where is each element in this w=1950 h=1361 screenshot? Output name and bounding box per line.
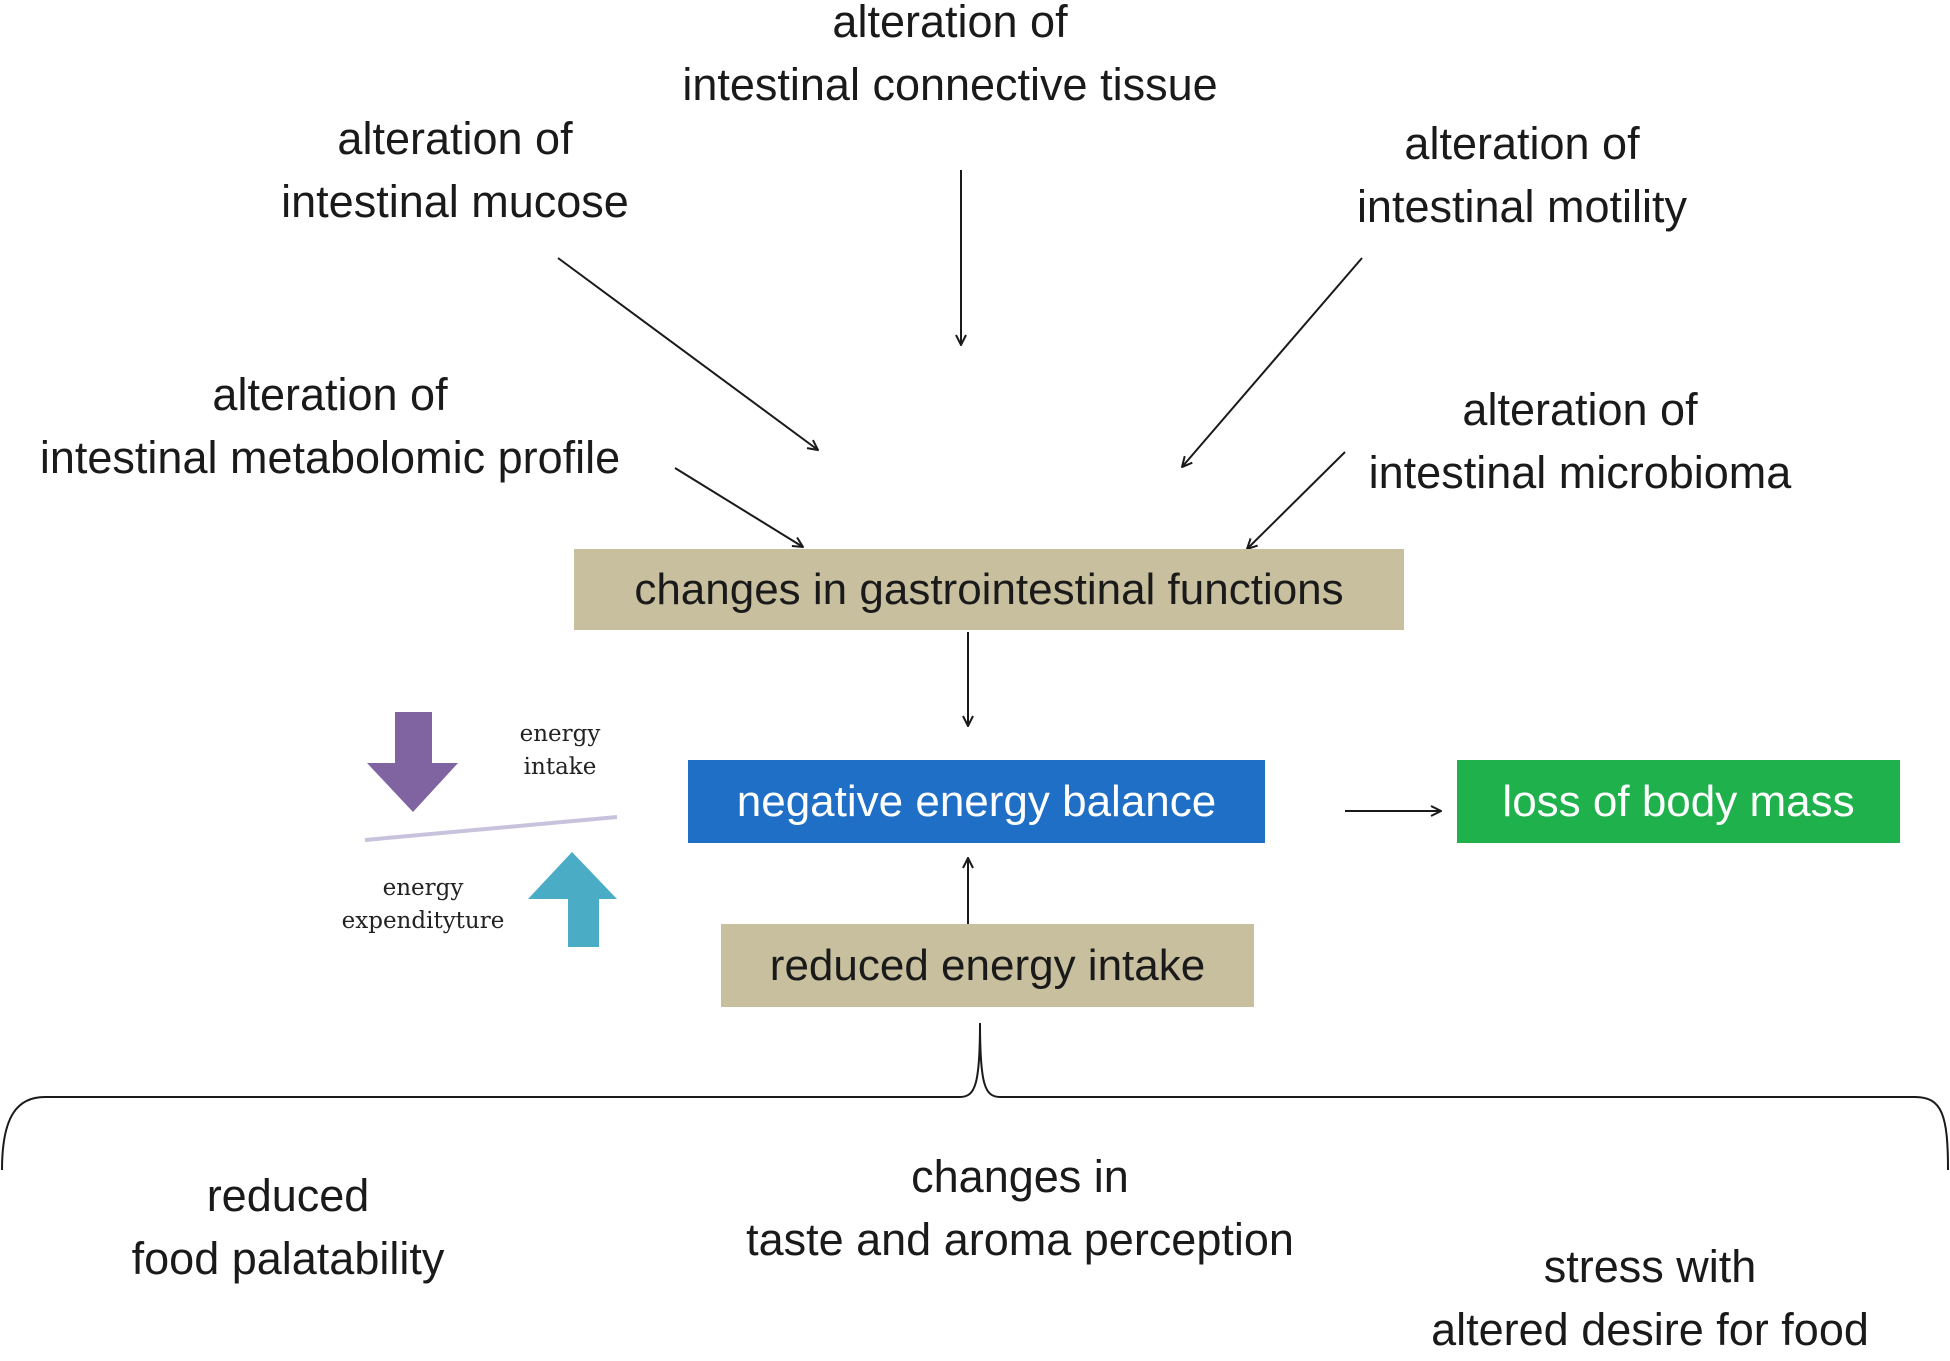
loss-of-body-mass-box: loss of body mass xyxy=(1457,760,1900,843)
factor-stress: stress with altered desire for food xyxy=(1431,1241,1869,1355)
up-arrow-icon xyxy=(528,852,617,947)
arrow-metabolomic-to-gi xyxy=(674,467,803,547)
down-arrow-icon xyxy=(367,712,458,812)
arrow-mucose-to-gi xyxy=(557,257,818,450)
label-connective-tissue: alteration of intestinal connective tiss… xyxy=(682,0,1218,110)
label-metabolomic: alteration of intestinal metabolomic pro… xyxy=(39,369,621,483)
gi-functions-box: changes in gastrointestinal functions xyxy=(574,549,1404,630)
energy-expenditure-label: energy expendityture xyxy=(341,875,505,934)
negative-energy-balance-box: negative energy balance xyxy=(688,760,1265,843)
label-microbioma: alteration of intestinal microbioma xyxy=(1368,384,1792,498)
arrow-microbioma-to-gi xyxy=(1247,451,1346,549)
reduced-energy-intake-box: reduced energy intake xyxy=(721,924,1254,1007)
arrow-motility-to-gi xyxy=(1182,257,1363,467)
balance-divider-line xyxy=(364,815,618,842)
energy-intake-label: energy intake xyxy=(519,721,601,780)
factor-taste-aroma: changes in taste and aroma perception xyxy=(746,1151,1294,1265)
label-mucose: alteration of intestinal mucose xyxy=(281,113,629,227)
label-motility: alteration of intestinal motility xyxy=(1356,118,1688,232)
factor-palatability: reduced food palatability xyxy=(131,1170,445,1284)
factors-brace xyxy=(1,1022,1949,1171)
